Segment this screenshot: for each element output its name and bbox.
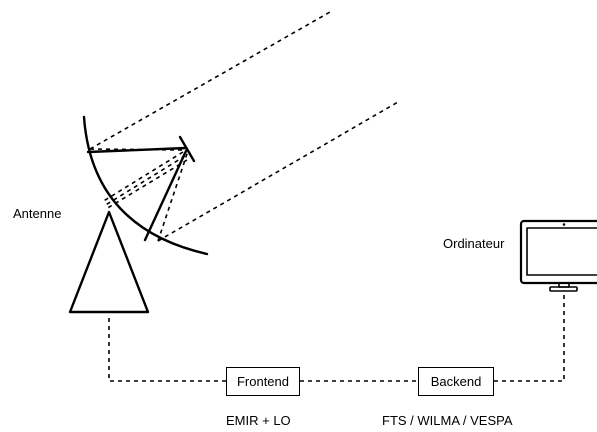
monitor-camera	[562, 223, 566, 226]
focus-ray-3	[105, 159, 188, 210]
antenna-pedestal	[68, 210, 150, 314]
frontend-box: Frontend	[226, 367, 300, 396]
incoming-rays	[89, 11, 399, 242]
sub-reflector	[178, 135, 196, 163]
focus-ray-1	[101, 151, 184, 203]
primary-reflector	[82, 115, 209, 256]
signal-path	[108, 292, 565, 382]
backend-detail-label: FTS / WILMA / VESPA	[382, 413, 513, 428]
computer-label: Ordinateur	[443, 236, 505, 251]
monitor-stand	[549, 286, 578, 292]
antenna-icon	[68, 115, 209, 314]
backend-to-computer-line	[494, 292, 565, 382]
monitor-frame	[519, 219, 597, 285]
upper-strut	[86, 146, 188, 154]
antenna-to-frontend-line	[108, 318, 226, 382]
backend-box: Backend	[418, 367, 494, 396]
lower-strut	[143, 149, 188, 242]
monitor-screen	[526, 227, 597, 276]
antenna-label: Antenne	[13, 206, 62, 221]
incoming-ray-upper	[89, 11, 331, 150]
frontend-detail-label: EMIR + LO	[226, 413, 291, 428]
monitor-icon	[519, 219, 597, 292]
reflected-rays	[89, 148, 189, 242]
incoming-ray-lower	[157, 101, 399, 242]
